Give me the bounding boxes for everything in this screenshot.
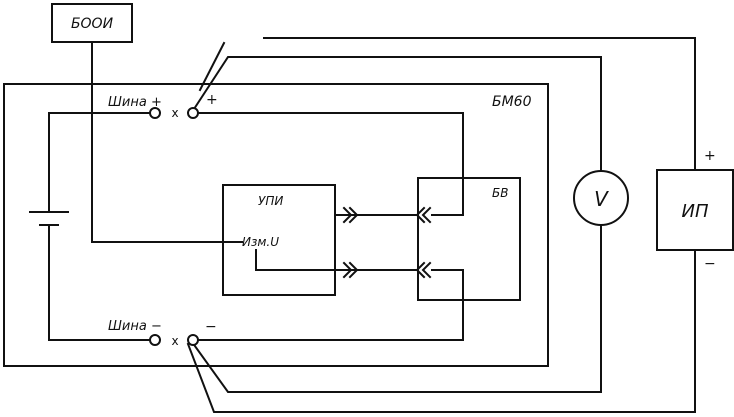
bus-plus-terminal-right <box>187 107 199 119</box>
ip-plus-label: + <box>704 148 716 164</box>
upi-bv-bottom-link <box>255 249 419 271</box>
connector-upi-bottom <box>342 261 359 279</box>
bus-minus-label: Шина − <box>108 319 162 334</box>
battery-upper-wire <box>48 112 151 213</box>
connector-bv-top <box>415 206 432 224</box>
upi-label: УПИ <box>258 194 283 208</box>
switch-stroke <box>198 41 226 92</box>
voltmeter-label: V <box>594 187 609 211</box>
booi-label: БООИ <box>71 16 114 32</box>
booi-to-upi-wire <box>91 41 243 243</box>
bus-plus-terminal-left <box>149 107 161 119</box>
plus-line-to-ip <box>263 37 696 171</box>
bv-block <box>417 177 521 301</box>
cross-plus: x <box>171 106 178 120</box>
terminal-minus-sign: − <box>205 319 217 335</box>
bm60-frame <box>3 83 549 367</box>
connector-bv-bottom <box>415 261 432 279</box>
plus-line-to-voltmeter <box>192 56 602 172</box>
bus-minus-terminal-left <box>149 334 161 346</box>
connector-upi-top <box>342 206 359 224</box>
minus-line-to-ip <box>186 249 696 413</box>
bus-minus-terminal-right <box>187 334 199 346</box>
cross-minus: x <box>171 334 178 348</box>
ip-label: ИП <box>682 201 709 222</box>
minus-bus-to-bv <box>197 269 464 341</box>
battery-lower-wire <box>48 224 151 341</box>
terminal-plus-sign: + <box>206 92 218 108</box>
izm-u-label: Изм.U <box>242 235 279 249</box>
bm60-label: БМ60 <box>492 94 532 110</box>
upi-block <box>222 184 336 296</box>
ip-minus-label: − <box>704 256 716 272</box>
minus-line-to-voltmeter <box>190 224 602 393</box>
plus-bus-to-bv <box>197 112 464 216</box>
bv-label: БВ <box>492 186 508 200</box>
bus-plus-label: Шина + <box>108 95 162 110</box>
